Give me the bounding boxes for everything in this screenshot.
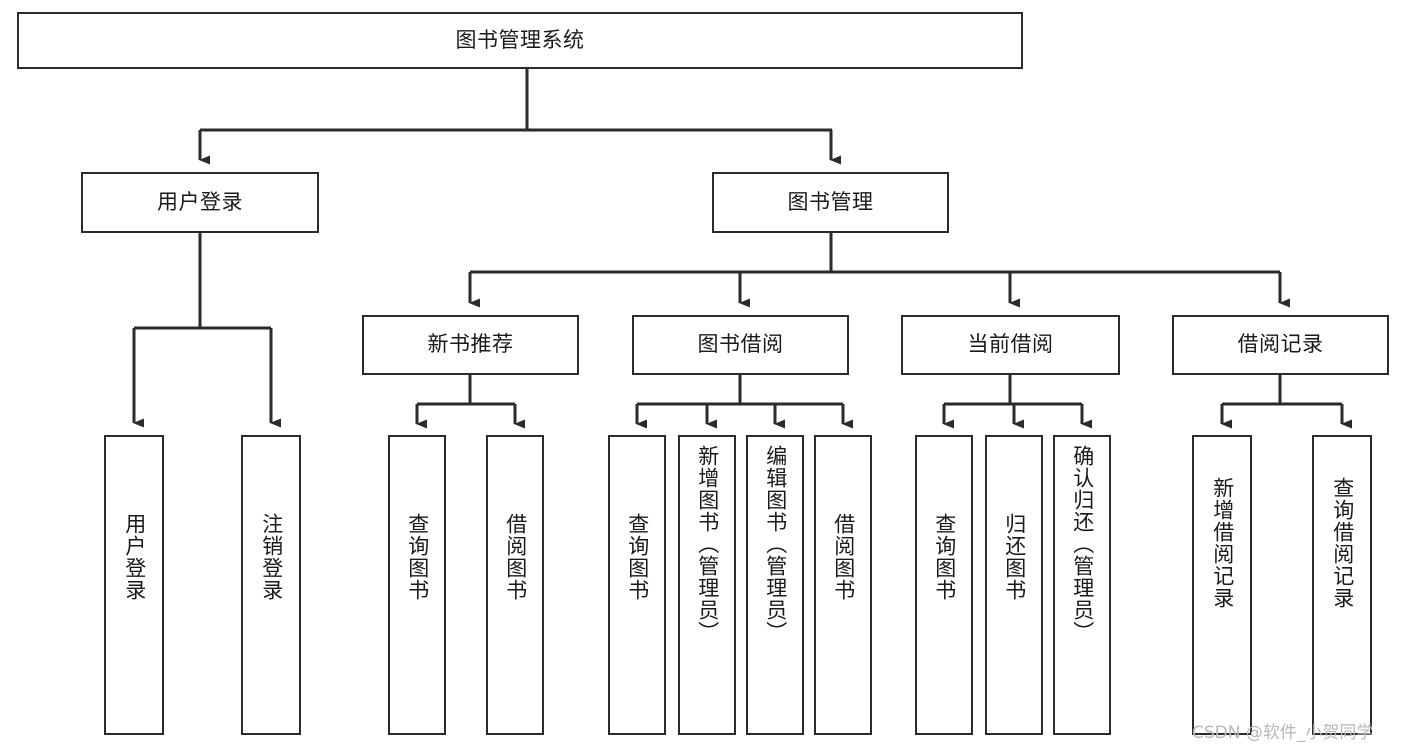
node-current-borrow-label: 当前借阅: [967, 332, 1054, 357]
leaf-query-borrow-record-label: 查询借阅记录: [1330, 477, 1355, 609]
leaf-add-borrow-record[interactable]: 新增借阅记录: [1192, 435, 1252, 735]
leaf-borrow-book-newbook[interactable]: 借阅图书: [486, 435, 544, 735]
node-root-label: 图书管理系统: [455, 27, 585, 52]
leaf-confirm-return-admin[interactable]: 确认归还（管理员）: [1053, 435, 1111, 735]
node-book-management[interactable]: 图书管理: [712, 172, 949, 233]
leaf-logout[interactable]: 注销登录: [241, 435, 301, 735]
node-book-borrow[interactable]: 图书借阅: [632, 315, 849, 375]
leaf-add-book-admin[interactable]: 新增图书（管理员）: [678, 435, 736, 735]
leaf-user-login-label: 用户登录: [122, 513, 147, 601]
node-borrow-records-label: 借阅记录: [1237, 332, 1324, 357]
leaf-borrow-book[interactable]: 借阅图书: [814, 435, 872, 735]
node-book-borrow-label: 图书借阅: [697, 332, 784, 357]
leaf-query-book-newbook[interactable]: 查询图书: [388, 435, 446, 735]
leaf-query-borrow-record[interactable]: 查询借阅记录: [1312, 435, 1372, 735]
node-root[interactable]: 图书管理系统: [17, 12, 1023, 69]
node-new-book-recommend[interactable]: 新书推荐: [362, 315, 579, 375]
node-user-login-label: 用户登录: [157, 189, 243, 214]
leaf-borrow-book-newbook-label: 借阅图书: [503, 513, 528, 601]
node-user-login[interactable]: 用户登录: [81, 172, 319, 233]
leaf-query-book-current[interactable]: 查询图书: [915, 435, 973, 735]
leaf-user-login[interactable]: 用户登录: [104, 435, 164, 735]
leaf-return-book-label: 归还图书: [1002, 513, 1027, 601]
leaf-edit-book-admin-label: 编辑图书（管理员）: [763, 445, 788, 643]
node-new-book-recommend-label: 新书推荐: [427, 332, 514, 357]
leaf-edit-book-admin[interactable]: 编辑图书（管理员）: [746, 435, 804, 735]
leaf-query-book-borrow[interactable]: 查询图书: [608, 435, 666, 735]
leaf-query-book-newbook-label: 查询图书: [405, 513, 430, 601]
node-current-borrow[interactable]: 当前借阅: [901, 315, 1120, 375]
leaf-add-book-admin-label: 新增图书（管理员）: [695, 445, 720, 643]
leaf-borrow-book-label: 借阅图书: [831, 513, 856, 601]
leaf-add-borrow-record-label: 新增借阅记录: [1210, 477, 1235, 609]
leaf-query-book-borrow-label: 查询图书: [625, 513, 650, 601]
leaf-confirm-return-admin-label: 确认归还（管理员）: [1070, 445, 1095, 643]
leaf-return-book[interactable]: 归还图书: [985, 435, 1043, 735]
leaf-query-book-current-label: 查询图书: [932, 513, 957, 601]
node-borrow-records[interactable]: 借阅记录: [1172, 315, 1389, 375]
leaf-logout-label: 注销登录: [259, 513, 284, 601]
node-book-management-label: 图书管理: [787, 189, 874, 214]
